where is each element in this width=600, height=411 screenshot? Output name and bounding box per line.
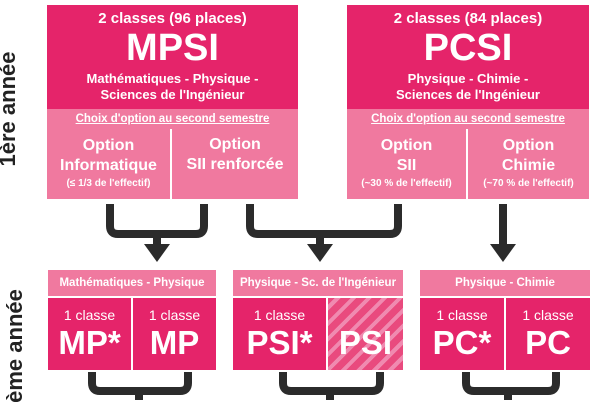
option-label: Option	[82, 137, 135, 154]
pc-header: Physique - Chimie	[420, 270, 590, 296]
class-name: PC	[525, 324, 571, 361]
class-count: 1 classe	[522, 307, 574, 323]
arrowhead-mp	[144, 244, 170, 262]
class-count: 1 classe	[253, 307, 306, 323]
mp-class: 1 classe MP	[133, 298, 216, 370]
mpsi-capacity: 2 classes (96 places)	[98, 9, 247, 27]
mpsi-subjects-line2: Sciences de l'Ingénieur	[100, 86, 245, 102]
option-label: Option	[209, 136, 261, 153]
mpsi-subjects-line1: Mathématiques - Physique -	[86, 70, 259, 86]
option-note: (~30 % de l'effectif)	[361, 178, 452, 189]
connector-mpsi-to-mp	[106, 204, 208, 246]
pcsi-option-header: Choix d'option au second semestre	[347, 109, 589, 129]
class-name: PSI*	[246, 324, 313, 361]
arrowhead-pc	[490, 244, 516, 262]
option-label: Option	[380, 137, 433, 154]
connector-pc-down	[462, 372, 560, 400]
connector-psi-down	[279, 372, 384, 400]
option-note: (~70 % de l'effectif)	[483, 178, 574, 189]
mpsi-option-header: Choix d'option au second semestre	[47, 109, 298, 129]
psi-class: PSI	[328, 298, 403, 370]
class-name: MP*	[58, 324, 121, 361]
pcsi-option-chimie: Option Chimie (~70 % de l'effectif)	[468, 129, 589, 199]
mpsi-name: MPSI	[126, 26, 219, 69]
class-name: PC*	[432, 324, 492, 361]
pcsi-capacity: 2 classes (84 places)	[393, 9, 543, 27]
option-name: Informatique	[60, 157, 157, 174]
pcsi-name: PCSI	[423, 26, 513, 69]
mpsi-option-sii-renforcee: Option SII renforcée	[172, 129, 298, 199]
mpsi-option-informatique: Option Informatique (≤ 1/3 de l'effectif…	[47, 129, 172, 199]
option-note: (≤ 1/3 de l'effectif)	[66, 178, 151, 189]
pcsi-block: 2 classes (84 places) PCSI Physique - Ch…	[347, 5, 589, 109]
pcsi-subjects-line2: Sciences de l'Ingénieur	[396, 86, 540, 102]
pcsi-option-sii: Option SII (~30 % de l'effectif)	[347, 129, 468, 199]
option-label: Option	[502, 137, 555, 154]
mpsi-block: 2 classes (96 places) MPSI Mathématiques…	[47, 5, 298, 109]
connector-arrows	[88, 204, 560, 400]
class-name: MP	[149, 324, 200, 361]
connector-mp-down	[88, 372, 192, 400]
pcsi-subjects-line1: Physique - Chimie -	[407, 70, 529, 86]
pc-star-class: 1 classe PC*	[420, 298, 504, 370]
psi-header: Physique - Sc. de l'Ingénieur	[233, 270, 403, 296]
class-count: 1 classe	[63, 307, 116, 323]
arrowhead-psi	[307, 244, 333, 262]
class-name: PSI	[338, 324, 393, 361]
mp-header: Mathématiques - Physique	[48, 270, 216, 296]
option-name: SII	[396, 157, 417, 174]
option-name: SII renforcée	[186, 156, 284, 173]
pc-class: 1 classe PC	[506, 298, 590, 370]
option-name: Chimie	[501, 157, 556, 174]
class-count: 1 classe	[436, 307, 488, 323]
mp-star-class: 1 classe MP*	[48, 298, 131, 370]
class-count: 1 classe	[148, 307, 201, 323]
psi-star-class: 1 classe PSI*	[233, 298, 326, 370]
connector-to-psi	[246, 204, 402, 246]
